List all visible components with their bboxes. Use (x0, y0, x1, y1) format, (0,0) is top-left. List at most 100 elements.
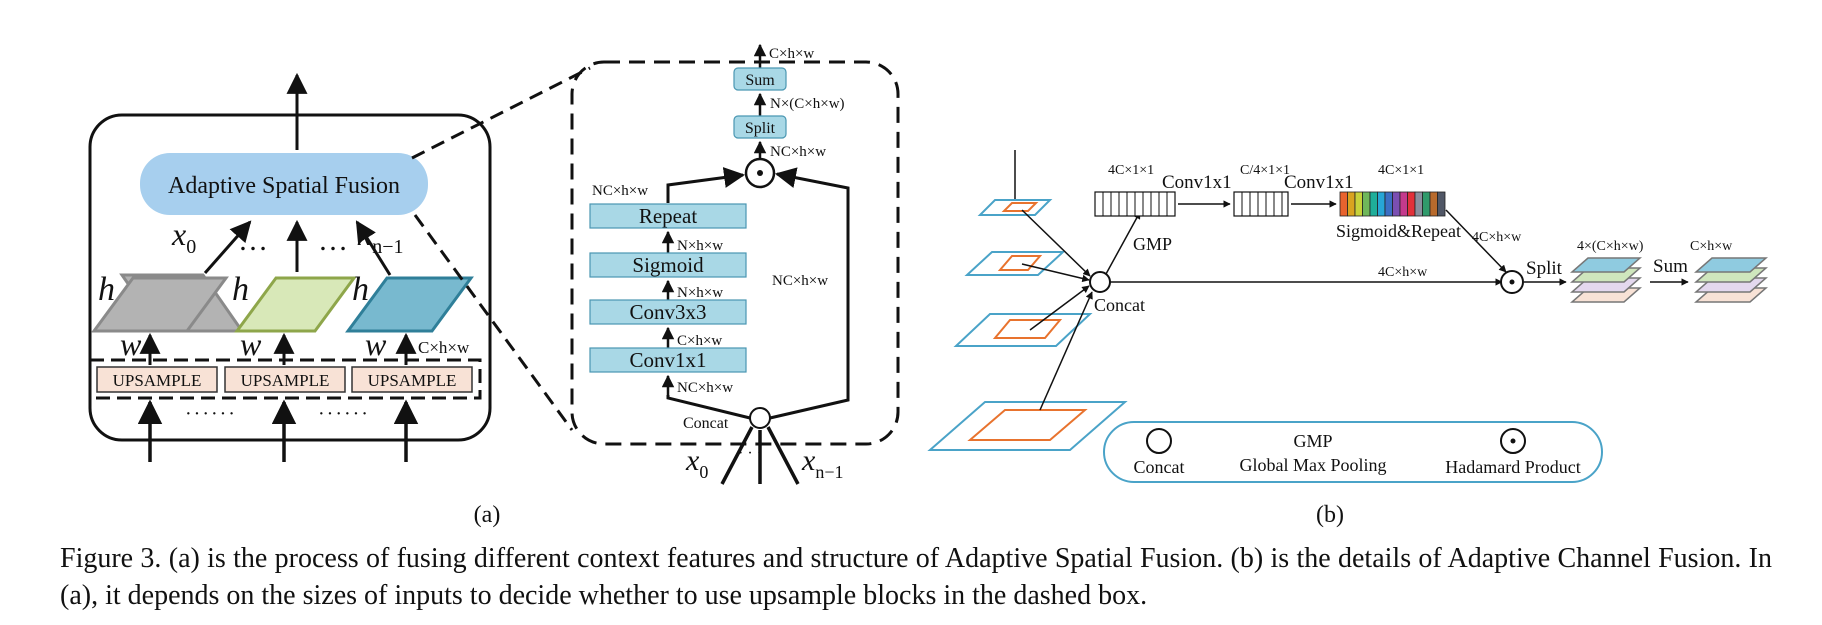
x0-label: x0 (171, 216, 196, 258)
feature-map-blue (345, 276, 474, 333)
b-split-stack (1570, 257, 1642, 303)
concat-node (749, 407, 771, 429)
concat-out-label: NC×h×w (677, 380, 733, 396)
legend-concat-label: Concat (1134, 457, 1185, 477)
asf-block[interactable] (140, 153, 428, 215)
sigmoid-block[interactable] (589, 252, 747, 278)
repeat-in-label: NC×h×w (592, 183, 648, 199)
sum-block[interactable] (733, 67, 787, 91)
figure-3: Adaptive Spatial Fusion x0 … … xn−1 h h … (88, 43, 1768, 528)
feature-map-green (234, 276, 357, 333)
b-sum-dim: C×h×w (1690, 239, 1733, 254)
b-arrow-1 (1021, 209, 1091, 277)
b-mid-dim: C/4×1×1 (1240, 163, 1290, 178)
b-att-to-had-arrow (1445, 209, 1507, 273)
asf-module-box (88, 113, 492, 442)
attention-cell (1429, 191, 1438, 217)
conv1x1-block[interactable] (589, 347, 747, 373)
b-concat-node (1089, 271, 1111, 293)
conv3-out-label: N×h×w (677, 285, 723, 301)
b-output-stack (1694, 257, 1768, 303)
conv1x1-label: Conv1x1 (629, 348, 706, 372)
b-split-dim: 4×(C×h×w) (1577, 239, 1644, 254)
b-main-dim: 4C×h×w (1378, 265, 1428, 280)
feature-arrow-3 (355, 220, 392, 276)
feature-map-gray-shape (91, 276, 229, 333)
legend-hadamard-label: Hadamard Product (1445, 457, 1580, 477)
b-gmp-label: GMP (1133, 234, 1172, 254)
concat-label: Concat (683, 415, 729, 432)
attention-cell (1384, 191, 1393, 217)
attention-cell (1437, 191, 1446, 217)
b-gmp-dim: 4C×1×1 (1108, 163, 1154, 178)
legend-hadamard-dot (1510, 438, 1516, 444)
b-sum-label: Sum (1653, 256, 1688, 277)
xn-label: xn−1 (357, 216, 403, 258)
b-feature-map-3 (953, 313, 1093, 347)
b-concat-label: Concat (1094, 295, 1145, 315)
conv3x3-label: Conv3x3 (629, 300, 706, 324)
b-had-dim: 4C×h×w (1472, 230, 1522, 245)
concat-up-line (666, 395, 751, 420)
repeat-block[interactable] (589, 203, 747, 229)
b-feature-map-4-inner (967, 409, 1088, 441)
hadamard-dot (757, 170, 763, 176)
detail-xn-label: xn−1 (801, 444, 843, 482)
split-block[interactable] (733, 115, 787, 139)
split-label: Split (745, 120, 776, 137)
b-conv2-label: Conv1x1 (1284, 172, 1354, 193)
chw-label: C×h×w (418, 338, 470, 357)
x-dots-2: … (318, 224, 348, 257)
panel-b: Concat GMP 4C×1×1 Conv1x1 (927, 150, 1768, 528)
w-label-2: w (240, 326, 262, 362)
figure-caption: Figure 3. (a) is the process of fusing d… (60, 543, 1772, 611)
panel-a-sublabel: (a) (474, 502, 501, 528)
attention-cell (1377, 191, 1386, 217)
upsample-dashed-box (88, 358, 482, 400)
b-out-dim: 4C×1×1 (1378, 163, 1424, 178)
panel-b-sublabel: (b) (1316, 502, 1344, 528)
skip-label: NC×h×w (772, 273, 828, 289)
sig-out-label: N×h×w (677, 238, 723, 254)
upsample-label-1: UPSAMPLE (113, 371, 202, 390)
h-label-2: h (232, 271, 249, 308)
attention-cell (1347, 191, 1356, 217)
legend-box (1103, 421, 1603, 483)
detail-x0-label: x0 (685, 444, 708, 482)
attention-cell (1362, 191, 1371, 217)
asf-detail-dashed-box (570, 60, 900, 446)
b-split-label: Split (1526, 258, 1563, 279)
legend-gmp: GMP (1293, 431, 1332, 451)
upsample-block-2[interactable] (224, 366, 346, 393)
zoom-line-top (411, 66, 591, 160)
input-dots-2: ······ (318, 403, 370, 425)
b-sig-repeat-label: Sigmoid&Repeat (1336, 221, 1461, 241)
attention-cell (1369, 191, 1378, 217)
asf-label: Adaptive Spatial Fusion (168, 173, 400, 199)
upsample-label-2: UPSAMPLE (241, 371, 330, 390)
attention-cell (1399, 191, 1408, 217)
repeat-label: Repeat (639, 204, 697, 228)
b-hadamard-dot (1509, 279, 1515, 285)
conv3x3-block[interactable] (589, 299, 747, 325)
b-arrow-2 (1021, 263, 1090, 283)
feature-arrow-1 (203, 220, 252, 274)
upsample-block-3[interactable] (351, 366, 473, 393)
zoom-line-bottom (413, 214, 574, 431)
b-arrow-3 (1029, 285, 1090, 331)
sum-label: Sum (745, 72, 775, 89)
b-attention-vector (1339, 191, 1446, 217)
b-gmp-vector (1094, 191, 1176, 217)
w-label-1: w (120, 326, 142, 362)
detail-input-1 (720, 426, 754, 485)
upsample-block-1[interactable] (96, 366, 218, 393)
b-feature-map-1-inner (1001, 202, 1039, 212)
conv1-out-label: C×h×w (677, 333, 722, 349)
attention-cell (1414, 191, 1423, 217)
attention-cell (1354, 191, 1363, 217)
h-label-1: h (98, 271, 115, 308)
had-in-label: NC×h×w (770, 144, 826, 160)
asf-detail: C×h×w Sum N×(C×h×w) Split NC×h×w NC×h×w … (570, 43, 900, 485)
skip-path (769, 167, 850, 420)
detail-input-3 (766, 426, 800, 485)
